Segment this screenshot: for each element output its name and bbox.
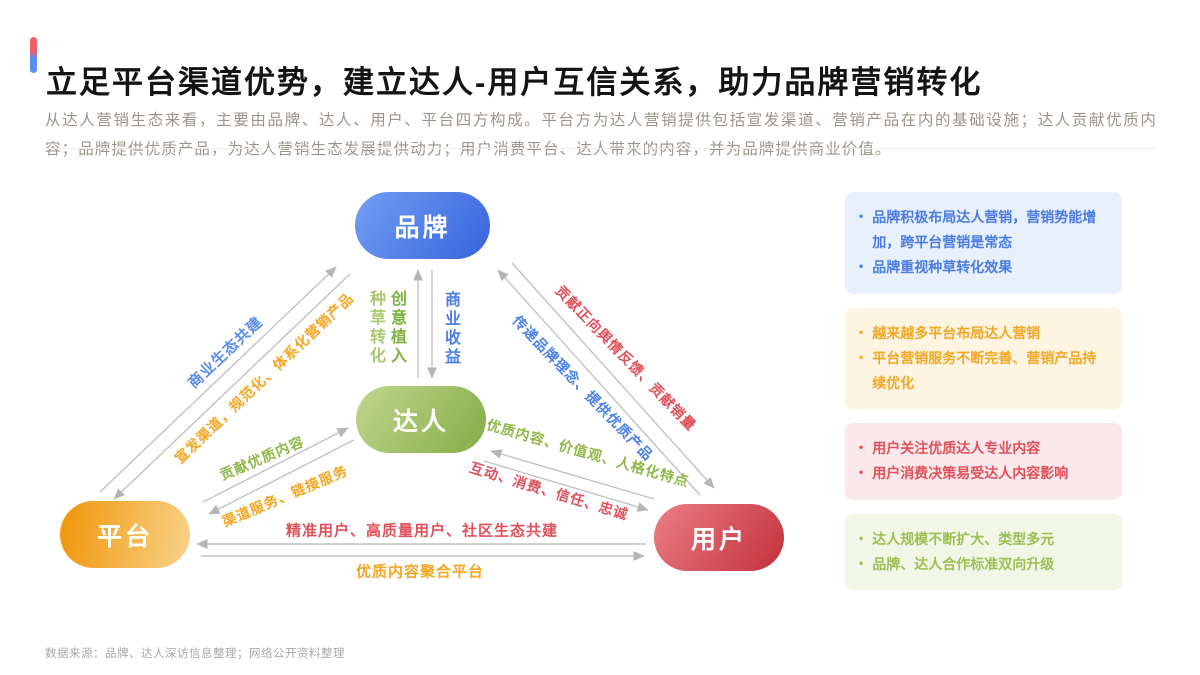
bullet-icon: • <box>859 209 864 223</box>
insight-text: 平台营销服务不断完善、营销产品持续优化 <box>872 349 1097 391</box>
insight-box-brand: • 品牌积极布局达人营销，营销势能增加，跨平台营销是常态 • 品牌重视种草转化效… <box>845 192 1122 294</box>
node-user: 用户 <box>654 504 784 571</box>
insight-text: 用户消费决策易受达人内容影响 <box>872 465 1069 482</box>
header-divider <box>45 148 1155 149</box>
arrow-user-to-brand <box>497 269 701 496</box>
arrow-brand-to-user <box>511 262 715 489</box>
insight-text: 品牌重视种草转化效果 <box>872 259 1013 276</box>
bullet-icon: • <box>859 259 864 274</box>
insight-box-kol: • 达人规模不断扩大、类型多元 • 品牌、达人合作标准双向升级 <box>845 513 1122 590</box>
bullet-icon: • <box>859 555 864 570</box>
page-title: 立足平台渠道优势，建立达人-用户互信关系，助力品牌营销转化 <box>46 64 983 100</box>
arrow-user-to-kol <box>490 449 655 500</box>
edge-label-brand-kol-revenue: 商业收益 <box>442 291 459 367</box>
insight-box-user: • 用户关注优质达人专业内容 • 用户消费决策易受达人内容影响 <box>845 423 1122 500</box>
bullet-icon: • <box>859 465 864 480</box>
insight-text: 品牌、达人合作标准双向升级 <box>872 555 1055 572</box>
arrow-brand-to-platform <box>113 273 351 500</box>
list-item: • 用户关注优质达人专业内容 <box>859 436 1108 461</box>
arrow-platform-to-kol <box>202 427 349 503</box>
bullet-icon: • <box>859 440 864 455</box>
data-source-note: 数据来源：品牌、达人深访信息整理；网络公开资料整理 <box>45 648 345 660</box>
insight-text: 品牌积极布局达人营销，营销势能增加，跨平台营销是常态 <box>872 209 1097 251</box>
page-description: 从达人营销生态来看，主要由品牌、达人、用户、平台四方构成。平台方为达人营销提供包… <box>45 111 1157 158</box>
insight-text: 用户关注优质达人专业内容 <box>872 440 1041 457</box>
bullet-icon: • <box>859 349 864 364</box>
node-kol: 达人 <box>356 386 486 453</box>
list-item: • 品牌积极布局达人营销，营销势能增加，跨平台营销是常态 <box>859 205 1108 255</box>
title-accent-bar <box>30 37 37 73</box>
edge-label-user-platform-content: 优质内容聚合平台 <box>355 563 485 581</box>
list-item: • 越来越多平台布局达人营销 <box>859 321 1108 346</box>
arrow-platform-to-brand <box>99 266 337 493</box>
list-item: • 达人规模不断扩大、类型多元 <box>859 527 1108 552</box>
insight-panel: • 品牌积极布局达人营销，营销势能增加，跨平台营销是常态 • 品牌重视种草转化效… <box>845 192 1122 590</box>
edge-label-platform-user-community: 精准用户、高质量用户、社区生态共建 <box>285 522 559 540</box>
edge-label-brand-kol-seeding: 种草转化 <box>367 290 384 366</box>
insight-text: 达人规模不断扩大、类型多元 <box>872 530 1055 547</box>
arrow-kol-to-user <box>483 460 649 512</box>
node-platform: 平台 <box>60 501 190 568</box>
insight-box-platform: • 越来越多平台布局达人营销 • 平台营销服务不断完善、营销产品持续优化 <box>845 307 1122 410</box>
list-item: • 品牌重视种草转化效果 <box>859 255 1108 280</box>
relationship-arrows <box>99 262 715 561</box>
bullet-icon: • <box>859 530 864 545</box>
list-item: • 用户消费决策易受达人内容影响 <box>859 461 1108 486</box>
list-item: • 品牌、达人合作标准双向升级 <box>859 552 1108 577</box>
arrow-kol-to-platform <box>208 439 355 515</box>
list-item: • 平台营销服务不断完善、营销产品持续优化 <box>859 346 1108 396</box>
edge-label-brand-kol-creative: 创意植入 <box>388 290 405 366</box>
bullet-icon: • <box>859 324 864 339</box>
node-brand: 品牌 <box>355 192 490 259</box>
insight-text: 越来越多平台布局达人营销 <box>872 324 1041 341</box>
